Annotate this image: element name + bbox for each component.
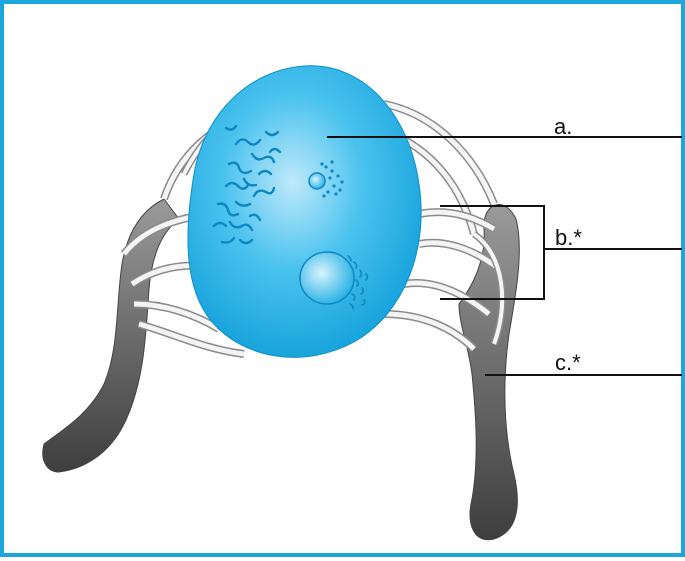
oocyte-cell [188,66,421,358]
label-b: b.* [555,227,582,249]
oocyte-follicle-diagram [4,4,685,561]
label-a: a. [554,116,572,138]
label-c: c.* [555,352,581,374]
